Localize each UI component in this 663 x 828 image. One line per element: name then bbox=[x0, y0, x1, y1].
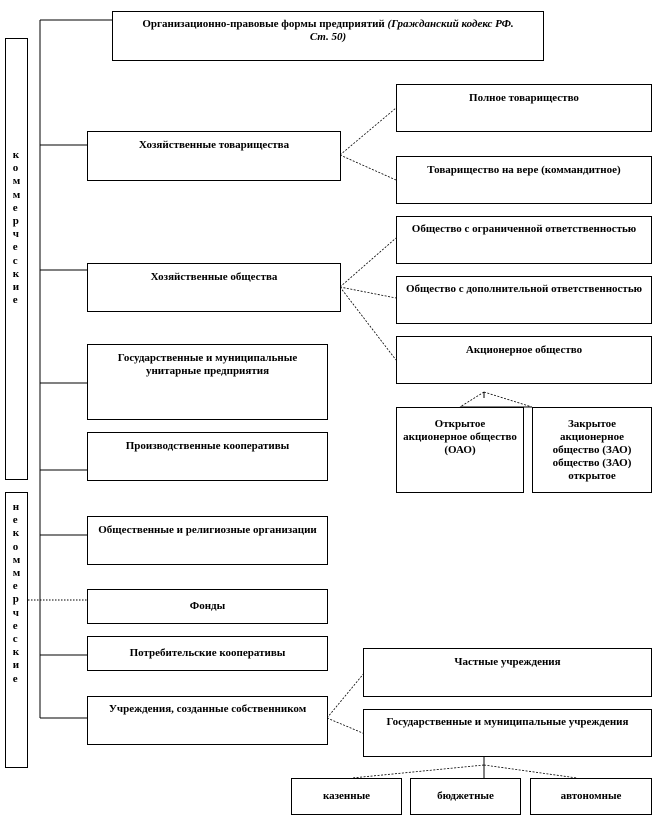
unitary-enterprises-box: Государственные и муниципальные унитарны… bbox=[87, 344, 328, 420]
joint-stock-box: Акционерное общество bbox=[396, 336, 652, 384]
vertical-letter: ч bbox=[12, 228, 19, 241]
diagram-title: Организационно-правовые формы предприяти… bbox=[112, 11, 544, 61]
vertical-letter: с bbox=[12, 633, 18, 646]
vertical-letter: к bbox=[12, 527, 20, 540]
vertical-letter: р bbox=[12, 215, 19, 228]
vertical-letter: и bbox=[12, 659, 20, 672]
partnerships-box: Хозяйственные товарищества bbox=[87, 131, 341, 181]
vertical-letter: м bbox=[12, 567, 21, 580]
vertical-letter: м bbox=[12, 553, 21, 566]
open-jsc-box: Открытое акционерное общество (ОАО) bbox=[396, 407, 524, 493]
production-coops-box: Производственные кооперативы bbox=[87, 432, 328, 481]
vertical-letter: ч bbox=[12, 606, 19, 619]
state-institutions-box: Государственные и муниципальные учрежден… bbox=[363, 709, 652, 757]
vertical-letter: н bbox=[12, 501, 20, 513]
llc-box: Общество с ограниченной ответственностью bbox=[396, 216, 652, 264]
vertical-letter: р bbox=[12, 593, 19, 606]
vertical-letter: к bbox=[12, 149, 20, 161]
limited-partnership-box: Товарищество на вере (коммандитное) bbox=[396, 156, 652, 204]
vertical-letter: е bbox=[12, 241, 18, 254]
vertical-letter: е bbox=[12, 619, 18, 632]
societies-box: Хозяйственные общества bbox=[87, 263, 341, 312]
budget-institution-box: бюджетные bbox=[410, 778, 521, 815]
vertical-letter: к bbox=[12, 646, 20, 659]
title-source: (Гражданский кодекс РФ. Ст. 50) bbox=[309, 18, 514, 43]
vertical-letter: е bbox=[12, 514, 18, 527]
vertical-letter: к bbox=[12, 267, 20, 280]
vertical-letter: м bbox=[12, 188, 21, 201]
public-religious-box: Общественные и религиозные организации bbox=[87, 516, 328, 565]
vertical-letter: е bbox=[12, 580, 18, 593]
vertical-letter: о bbox=[12, 162, 19, 175]
vertical-letter: е bbox=[12, 294, 18, 307]
private-institutions-box: Частные учреждения bbox=[363, 648, 652, 697]
additional-liability-box: Общество с дополнительной ответственност… bbox=[396, 276, 652, 324]
title-main: Организационно-правовые формы предприяти… bbox=[142, 18, 385, 30]
vertical-letter: и bbox=[12, 281, 20, 294]
full-partnership-box: Полное товарищество bbox=[396, 84, 652, 132]
funds-box: Фонды bbox=[87, 589, 328, 624]
vertical-letter: е bbox=[12, 672, 18, 685]
vertical-letter: е bbox=[12, 201, 18, 214]
institutions-box: Учреждения, созданные собственником bbox=[87, 696, 328, 745]
vertical-letter: о bbox=[12, 540, 19, 553]
autonomous-institution-box: автономные bbox=[530, 778, 652, 815]
consumer-coops-box: Потребительские кооперативы bbox=[87, 636, 328, 671]
vertical-letter: с bbox=[12, 254, 18, 267]
treasury-institution-box: казенные bbox=[291, 778, 402, 815]
vertical-letter: м bbox=[12, 175, 21, 188]
closed-jsc-box: Закрытое акционерное общество (ЗАО) обще… bbox=[532, 407, 652, 493]
